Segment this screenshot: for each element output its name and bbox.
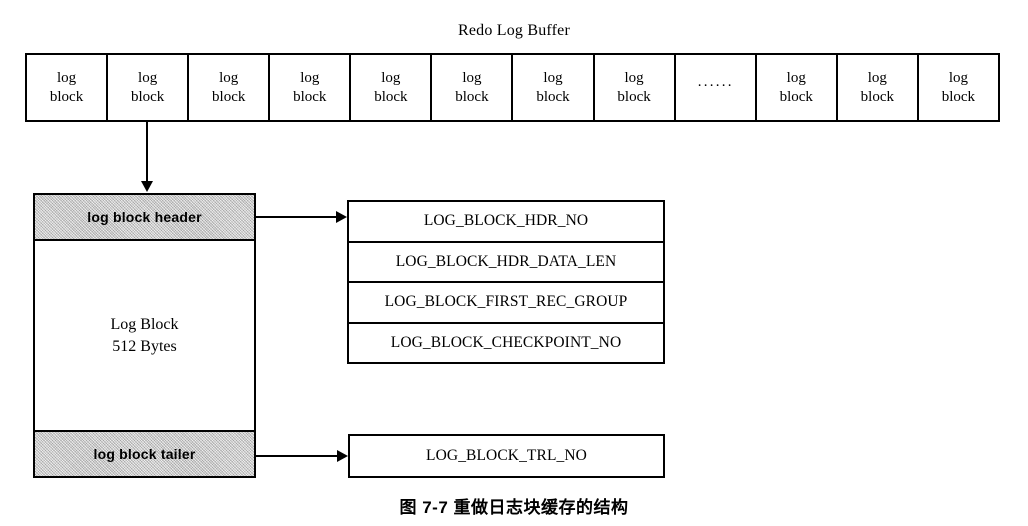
- arrowhead-right-icon: [336, 211, 347, 223]
- log-block-body-line2: 512 Bytes: [112, 337, 177, 355]
- log-block-cell-line2: block: [941, 88, 976, 105]
- log-block-detail: log block header Log Block 512 Bytes log…: [33, 193, 256, 478]
- log-block-header-fields: LOG_BLOCK_HDR_NO LOG_BLOCK_HDR_DATA_LEN …: [347, 200, 665, 364]
- log-block-cell-line1: log: [300, 69, 320, 86]
- log-block-cell: log block: [837, 55, 919, 120]
- log-block-cell: log block: [27, 55, 109, 120]
- figure-title: Redo Log Buffer: [457, 22, 570, 39]
- log-block-cell-line1: log: [138, 69, 158, 86]
- figure-caption: 图 7-7 重做日志块缓存的结构: [399, 498, 629, 517]
- log-block-cell-line1: log: [462, 69, 482, 86]
- connector-buffer-to-block: [146, 122, 148, 182]
- log-block-body: Log Block 512 Bytes: [35, 241, 254, 430]
- log-block-header-label: log block header: [87, 209, 202, 225]
- log-block-cell-line2: block: [212, 88, 246, 105]
- log-block-tailer-field: LOG_BLOCK_TRL_NO: [348, 434, 665, 478]
- log-block-tailer-band: log block tailer: [35, 430, 254, 476]
- log-block-cell-line2: block: [860, 88, 894, 105]
- log-block-cell: log block: [756, 55, 838, 120]
- log-block-cell-line1: log: [381, 69, 401, 86]
- log-block-cell-line1: log: [624, 69, 644, 86]
- header-field-row: LOG_BLOCK_FIRST_REC_GROUP: [349, 283, 663, 324]
- log-block-cell: log block: [918, 55, 998, 120]
- log-block-header-band: log block header: [35, 195, 254, 241]
- log-block-cell-line2: block: [617, 88, 651, 105]
- log-block-cell: log block: [270, 55, 352, 120]
- connector-header-to-fields: [256, 216, 338, 218]
- log-block-tailer-label: log block tailer: [93, 446, 196, 462]
- log-block-cell-line2: block: [293, 88, 327, 105]
- log-block-cell-line1: log: [543, 69, 563, 86]
- log-block-cell-line1: log: [219, 69, 239, 86]
- header-field-row: LOG_BLOCK_HDR_DATA_LEN: [349, 243, 663, 283]
- log-block-cell-line2: block: [49, 88, 84, 105]
- redo-log-buffer-strip: log block log block log block log block …: [25, 53, 1000, 122]
- log-block-cell: log block: [432, 55, 514, 120]
- log-block-cell-line2: block: [536, 88, 570, 105]
- log-block-cell-line2: block: [779, 88, 813, 105]
- log-block-cell: log block: [189, 55, 271, 120]
- connector-tailer-to-field: [256, 455, 339, 457]
- log-block-cell: log block: [513, 55, 595, 120]
- arrowhead-down-icon: [141, 181, 153, 192]
- header-field-row: LOG_BLOCK_HDR_NO: [349, 202, 663, 243]
- log-block-cell: log block: [594, 55, 676, 120]
- log-block-cell-line1: log: [786, 69, 806, 86]
- ellipsis-cell: ······: [675, 55, 757, 120]
- log-block-cell-line2: block: [455, 88, 489, 105]
- log-block-cell-line1: log: [948, 69, 968, 86]
- log-block-body-line1: Log Block: [110, 315, 179, 333]
- log-block-cell-line2: block: [130, 88, 165, 105]
- header-field-row: LOG_BLOCK_CHECKPOINT_NO: [390, 333, 622, 351]
- tailer-field-label: LOG_BLOCK_TRL_NO: [426, 447, 587, 464]
- log-block-cell: log block: [351, 55, 433, 120]
- arrowhead-right-icon: [337, 450, 348, 462]
- log-block-cell-line1: log: [867, 69, 887, 86]
- log-block-cell-line2: block: [374, 88, 408, 105]
- ellipsis-icon: ······: [697, 78, 734, 95]
- log-block-cell-line1: log: [56, 69, 77, 86]
- log-block-cell: log block: [108, 55, 190, 120]
